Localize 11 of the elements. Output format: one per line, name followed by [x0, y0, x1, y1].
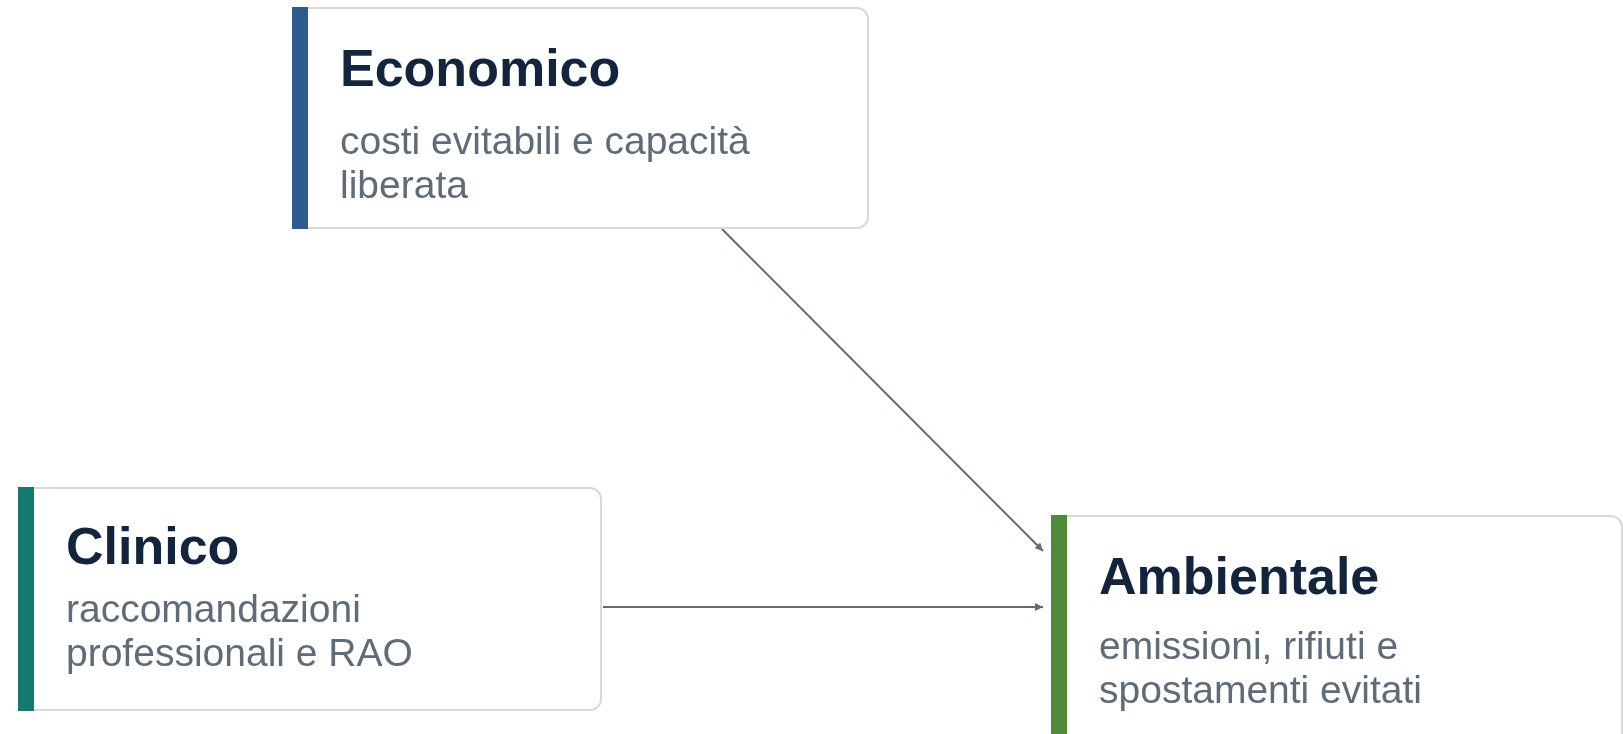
card-description: costi evitabili e capacità liberata — [340, 119, 751, 207]
category-card — [292, 7, 869, 229]
card-title: Clinico — [66, 517, 240, 575]
category-card — [18, 487, 602, 711]
card-description: raccomandazioni professionali e RAO — [66, 587, 414, 675]
category-card — [1051, 515, 1623, 734]
card-title: Ambientale — [1099, 547, 1380, 605]
arrow — [602, 603, 1044, 611]
card-description: emissioni, rifiuti e spostamenti evitati — [1099, 624, 1423, 712]
arrow — [721, 228, 1044, 552]
card-title: Economico — [340, 39, 621, 97]
